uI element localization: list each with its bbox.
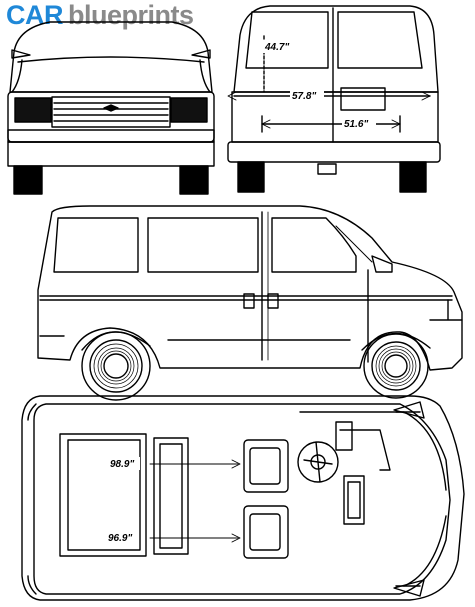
cargo-length-lower-label: 96.9" [108,533,132,544]
rear-width-label: 57.8" [292,91,316,102]
logo: CAR blueprints [6,0,194,32]
logo-blueprints-text: blueprints [68,0,194,30]
logo-car-text: CAR [6,0,64,30]
side-view [37,205,463,401]
wheel-hubcap-rings [93,343,417,389]
rear-view [227,5,441,193]
rear-window-height-label: 44.7" [264,42,289,53]
rear-opening-width-label: 51.6" [344,119,368,130]
top-view [21,395,465,601]
dimension-lines [149,91,431,543]
front-view [7,21,215,195]
cargo-length-upper-label: 98.9" [110,459,134,470]
